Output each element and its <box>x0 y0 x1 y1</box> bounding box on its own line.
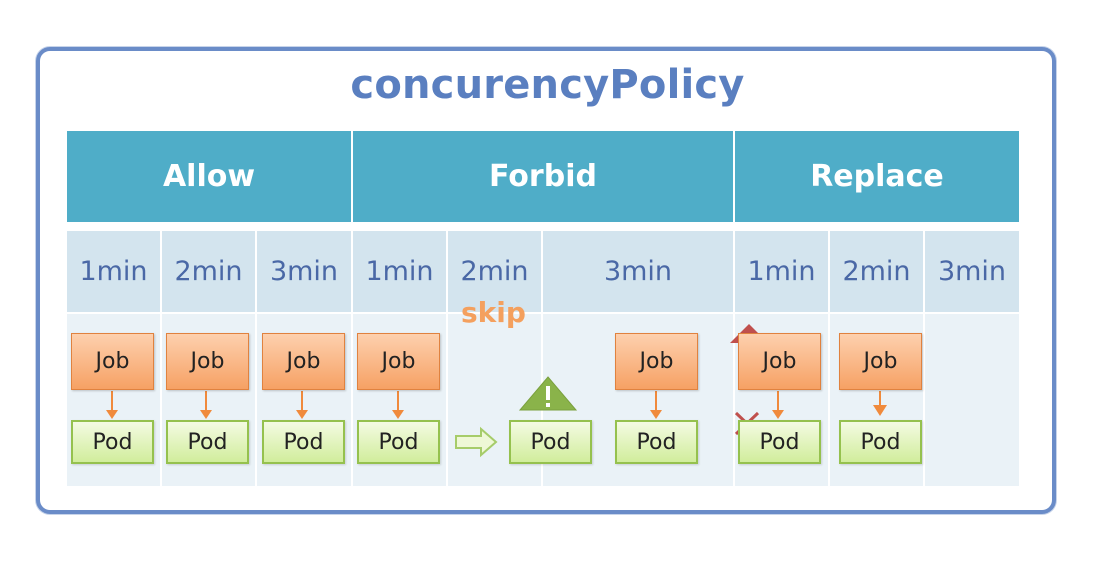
job-box: Job <box>262 333 345 390</box>
pod-box: Pod <box>509 420 592 464</box>
time-label: 2min <box>830 231 923 312</box>
time-label: 1min <box>67 231 160 312</box>
header-allow: Allow <box>67 131 351 222</box>
time-label: 3min <box>543 231 733 312</box>
time-label: 2min <box>448 231 541 312</box>
job-box: Job <box>839 333 922 390</box>
header-forbid: Forbid <box>353 131 733 222</box>
job-box: Job <box>71 333 154 390</box>
pod-box: Pod <box>357 420 440 464</box>
time-label: 1min <box>353 231 446 312</box>
pod-box: Pod <box>839 420 922 464</box>
pod-box: Pod <box>615 420 698 464</box>
job-box: Job <box>738 333 821 390</box>
job-box: Job <box>357 333 440 390</box>
time-label: 3min <box>925 231 1019 312</box>
job-box: Job <box>166 333 249 390</box>
diagram-title: concurencyPolicy <box>350 62 745 108</box>
pod-box: Pod <box>71 420 154 464</box>
job-box: Job <box>615 333 698 390</box>
time-label: 1min <box>735 231 828 312</box>
skip-label: skip <box>461 296 526 329</box>
pod-box: Pod <box>166 420 249 464</box>
pod-box: Pod <box>738 420 821 464</box>
header-replace: Replace <box>735 131 1019 222</box>
pod-box: Pod <box>262 420 345 464</box>
cell <box>925 314 1019 486</box>
time-label: 3min <box>257 231 351 312</box>
time-label: 2min <box>162 231 255 312</box>
